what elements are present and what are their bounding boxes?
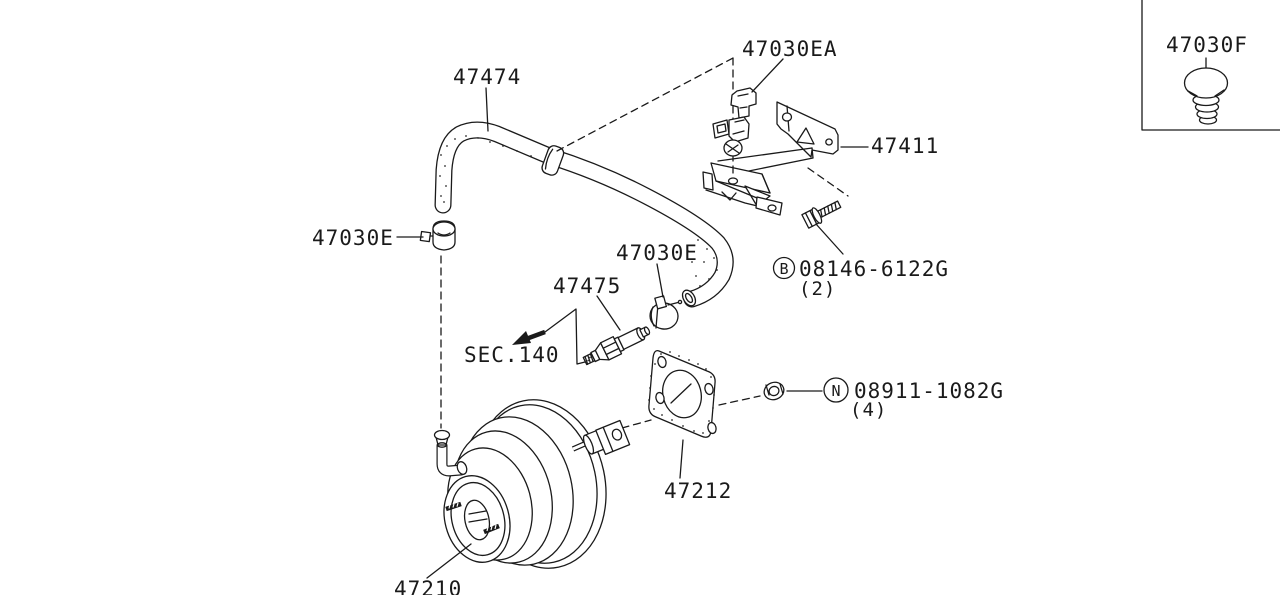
vacuum-hose-drawing (434, 121, 734, 308)
part-label-bolt[interactable]: 08146-6122G (799, 257, 949, 281)
bolt-qty: (2) (799, 278, 836, 300)
nut-qty: (4) (850, 399, 887, 421)
part-label-47212[interactable]: 47212 (664, 479, 732, 503)
part-label-47474[interactable]: 47474 (453, 65, 521, 89)
bolt-symbol: B (779, 260, 788, 278)
part-label-47030ea[interactable]: 47030EA (742, 37, 838, 61)
check-valve-drawing (433, 429, 468, 477)
booster-stud (483, 523, 500, 535)
booster-stud (445, 501, 462, 512)
gasket-stipple (648, 351, 715, 434)
nut-drawing (763, 381, 785, 401)
inset-box (1141, 0, 1280, 131)
bracket-drawing (702, 101, 839, 216)
grommet-47030f-drawing (1183, 57, 1229, 125)
clip-47030ea-drawing (712, 87, 757, 157)
hose-clamp-drawing (541, 145, 565, 176)
part-label-47030e-left[interactable]: 47030E (312, 226, 394, 250)
cap-clip-drawing (419, 220, 456, 251)
sec140-arrow (512, 308, 586, 365)
bolt-callout[interactable]: B 08146-6122G (2) (772, 256, 950, 300)
connector-47475-drawing (582, 326, 651, 366)
part-label-47030e-mid[interactable]: 47030E (616, 241, 698, 265)
part-label-47030f[interactable]: 47030F (1166, 33, 1248, 57)
part-label-nut[interactable]: 08911-1082G (854, 379, 1004, 403)
part-label-47475[interactable]: 47475 (553, 274, 621, 298)
section-ref-label[interactable]: SEC.140 (464, 343, 560, 367)
part-label-47411[interactable]: 47411 (871, 134, 939, 158)
assembly-dashed-lines (440, 57, 849, 429)
leader-lines (396, 58, 869, 579)
nut-symbol: N (831, 382, 840, 400)
bolt-drawing (801, 200, 842, 229)
band-clamp-drawing (649, 295, 683, 330)
pushrod-clevis-drawing (571, 419, 631, 456)
brake-booster-drawing (433, 399, 607, 569)
hose-stipple (439, 135, 718, 287)
nut-callout[interactable]: N 08911-1082G (4) (823, 377, 1004, 421)
part-label-47210[interactable]: 47210 (394, 577, 462, 595)
gasket-drawing (648, 350, 717, 438)
